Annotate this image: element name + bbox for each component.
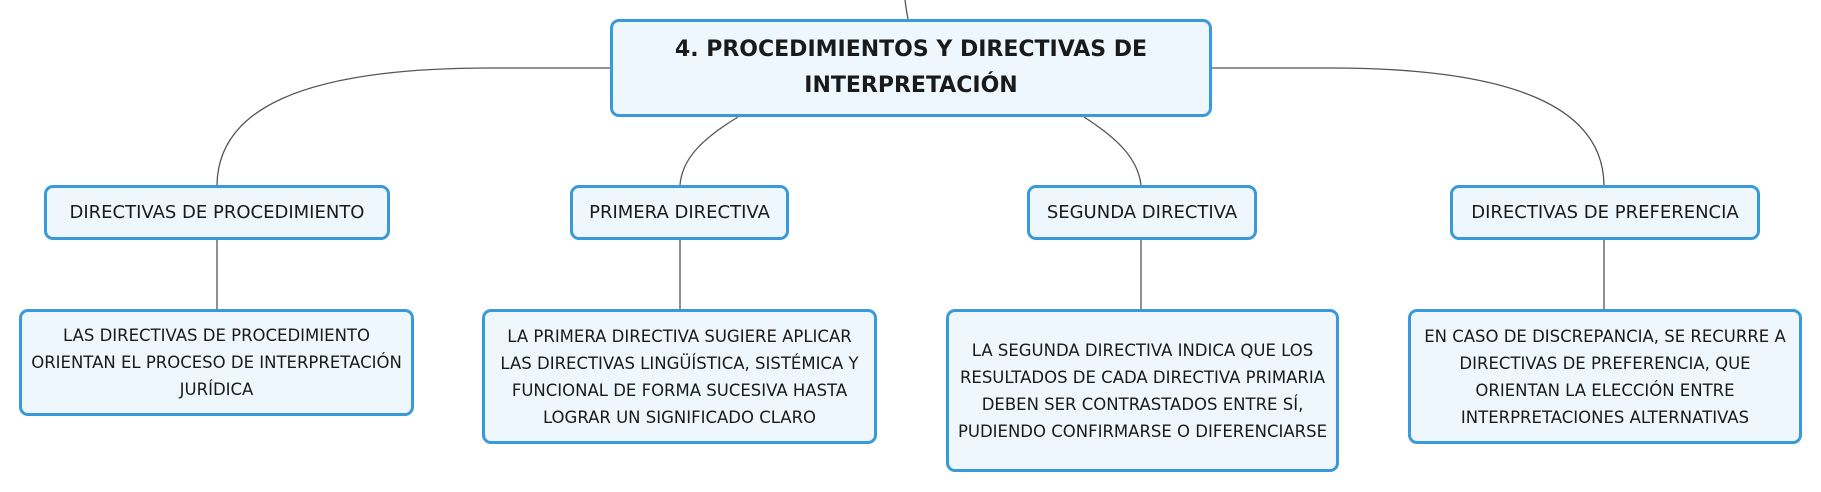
root-topic-label: 4. PROCEDIMIENTOS Y DIRECTIVAS DE INTERP…: [674, 37, 1148, 98]
connector-root-to-procedimiento: [216, 67, 610, 186]
connector-root-to-segunda: [1083, 116, 1142, 186]
root-topic[interactable]: 4. PROCEDIMIENTOS Y DIRECTIVAS DE INTERP…: [610, 19, 1212, 117]
detail-directivas-de-preferencia[interactable]: EN CASO DE DISCREPANCIA, SE RECURRE A DI…: [1408, 309, 1802, 444]
detail-directivas-de-procedimiento[interactable]: LAS DIRECTIVAS DE PROCEDIMIENTO ORIENTAN…: [19, 309, 414, 416]
detail-text: LA PRIMERA DIRECTIVA SUGIERE APLICAR LAS…: [500, 326, 859, 427]
branch-label: PRIMERA DIRECTIVA: [589, 202, 770, 223]
branch-primera-directiva[interactable]: PRIMERA DIRECTIVA: [570, 185, 789, 240]
connector-root-to-primera: [679, 116, 739, 186]
detail-text: LA SEGUNDA DIRECTIVA INDICA QUE LOS RESU…: [957, 340, 1328, 441]
detail-text: EN CASO DE DISCREPANCIA, SE RECURRE A DI…: [1424, 326, 1786, 427]
detail-primera-directiva[interactable]: LA PRIMERA DIRECTIVA SUGIERE APLICAR LAS…: [482, 309, 877, 444]
connector-root-to-preferencia: [1212, 67, 1605, 186]
branch-label: DIRECTIVAS DE PREFERENCIA: [1471, 202, 1739, 223]
connector-parent-to-root: [904, 0, 909, 20]
branch-directivas-de-procedimiento[interactable]: DIRECTIVAS DE PROCEDIMIENTO: [44, 185, 390, 240]
detail-segunda-directiva[interactable]: LA SEGUNDA DIRECTIVA INDICA QUE LOS RESU…: [946, 309, 1339, 472]
branch-label: SEGUNDA DIRECTIVA: [1046, 202, 1238, 223]
branch-label: DIRECTIVAS DE PROCEDIMIENTO: [69, 202, 365, 223]
branch-segunda-directiva[interactable]: SEGUNDA DIRECTIVA: [1027, 185, 1257, 240]
branch-directivas-de-preferencia[interactable]: DIRECTIVAS DE PREFERENCIA: [1450, 185, 1760, 240]
detail-text: LAS DIRECTIVAS DE PROCEDIMIENTO ORIENTAN…: [31, 326, 402, 399]
